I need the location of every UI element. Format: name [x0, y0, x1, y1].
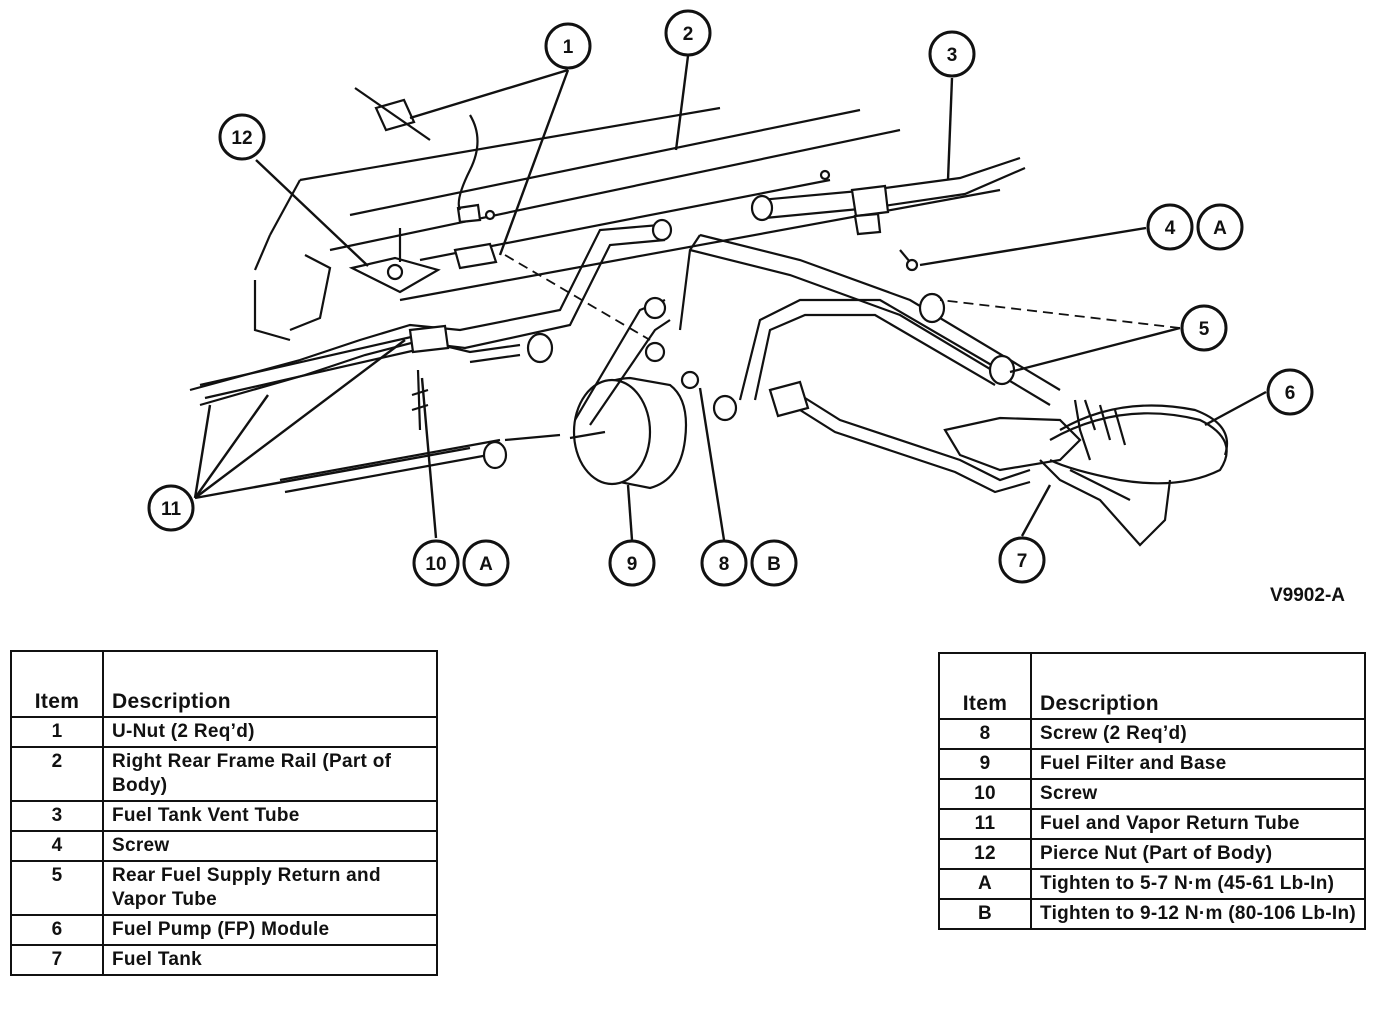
legend-item-description: Pierce Nut (Part of Body) — [1030, 838, 1366, 870]
svg-text:10: 10 — [425, 554, 446, 575]
legend-item-description: Screw — [102, 830, 438, 862]
legend-item-description: Fuel Tank Vent Tube — [102, 800, 438, 832]
legend-item-description: Tighten to 9-12 N·m (80-106 Lb-In) — [1030, 898, 1366, 930]
fuel-system-exploded-diagram: 1 2 3 4 A 5 6 7 8 B 9 10 A 11 12 — [147, 9, 1314, 587]
legend-row: 10 Screw — [938, 778, 1366, 810]
legend-item-description: Screw (2 Req’d) — [1030, 718, 1366, 750]
legend-row: 4 Screw — [10, 830, 438, 862]
legend-row: 8 Screw (2 Req’d) — [938, 718, 1366, 750]
legend-item-number: 7 — [10, 944, 104, 976]
svg-text:A: A — [479, 554, 493, 575]
legend-row: 5 Rear Fuel Supply Return and Vapor Tube — [10, 860, 438, 916]
legend-row: 1 U-Nut (2 Req’d) — [10, 716, 438, 748]
svg-text:3: 3 — [947, 45, 958, 66]
fuel-tank-drawing — [768, 380, 1229, 547]
svg-text:4: 4 — [1165, 218, 1176, 239]
callout-b-item8: B — [750, 539, 798, 587]
legend-item-description: U-Nut (2 Req’d) — [102, 716, 438, 748]
svg-text:9: 9 — [627, 554, 638, 575]
legend-row: 7 Fuel Tank — [10, 944, 438, 976]
callout-a-item4: A — [1196, 203, 1244, 251]
item-column-header: Item — [10, 650, 104, 718]
legend-row: 3 Fuel Tank Vent Tube — [10, 800, 438, 832]
legend-row: 12 Pierce Nut (Part of Body) — [938, 838, 1366, 870]
legend-item-number: 9 — [938, 748, 1032, 780]
legend-item-number: 11 — [938, 808, 1032, 840]
legend-item-number: 2 — [10, 746, 104, 802]
legend-row: 11 Fuel and Vapor Return Tube — [938, 808, 1366, 840]
callout-12: 12 — [218, 113, 266, 161]
legend-item-number: 4 — [10, 830, 104, 862]
leader-lines — [193, 55, 1267, 541]
legend-item-number: 6 — [10, 914, 104, 946]
legend-table-right: Item Description 8 Screw (2 Req’d) 9 Fue… — [938, 652, 1366, 930]
legend-item-description: Rear Fuel Supply Return and Vapor Tube — [102, 860, 438, 916]
u-nut-drawing — [354, 87, 831, 270]
legend-row: B Tighten to 9-12 N·m (80-106 Lb-In) — [938, 898, 1366, 930]
figure-id-label: V9902-A — [1270, 585, 1345, 606]
legend-item-number: 8 — [938, 718, 1032, 750]
callout-2: 2 — [664, 9, 712, 57]
svg-text:7: 7 — [1017, 551, 1028, 572]
frame-rail-drawing — [253, 106, 1001, 342]
svg-text:6: 6 — [1285, 383, 1296, 404]
screws-drawing — [411, 249, 919, 431]
svg-text:12: 12 — [231, 128, 252, 149]
svg-text:A: A — [1213, 218, 1227, 239]
callout-9: 9 — [608, 539, 656, 587]
legend-item-number: B — [938, 898, 1032, 930]
callout-8: 8 — [700, 539, 748, 587]
legend-item-number: 1 — [10, 716, 104, 748]
fuel-filter-drawing — [569, 296, 688, 490]
legend-row: A Tighten to 5-7 N·m (45-61 Lb-In) — [938, 868, 1366, 900]
legend-item-number: 12 — [938, 838, 1032, 870]
legend-item-description: Screw — [1030, 778, 1366, 810]
callout-3: 3 — [928, 30, 976, 78]
legend-header-row: Item Description — [938, 652, 1366, 720]
legend-item-description: Fuel Filter and Base — [1030, 748, 1366, 780]
svg-text:B: B — [767, 554, 781, 575]
legend-item-number: 3 — [10, 800, 104, 832]
legend-table-left: Item Description 1 U-Nut (2 Req’d) 2 Rig… — [10, 650, 438, 976]
callout-a-item10: A — [462, 539, 510, 587]
callout-1: 1 — [544, 22, 592, 70]
legend-header-row: Item Description — [10, 650, 438, 718]
legend-item-number: 10 — [938, 778, 1032, 810]
legend-row: 9 Fuel Filter and Base — [938, 748, 1366, 780]
svg-text:1: 1 — [563, 37, 574, 58]
legend-item-description: Tighten to 5-7 N·m (45-61 Lb-In) — [1030, 868, 1366, 900]
legend-row: 6 Fuel Pump (FP) Module — [10, 914, 438, 946]
legend-item-number: 5 — [10, 860, 104, 916]
callout-6: 6 — [1266, 368, 1314, 416]
legend-item-description: Right Rear Frame Rail (Part of Body) — [102, 746, 438, 802]
description-column-header: Description — [1030, 652, 1366, 720]
fuel-tubes-drawing — [189, 218, 1061, 494]
callout-10: 10 — [412, 539, 460, 587]
svg-text:2: 2 — [683, 24, 694, 45]
legend-row: 2 Right Rear Frame Rail (Part of Body) — [10, 746, 438, 802]
legend-item-description: Fuel Pump (FP) Module — [102, 914, 438, 946]
item-column-header: Item — [938, 652, 1032, 720]
vent-tube-drawing — [750, 156, 1026, 236]
svg-text:8: 8 — [719, 554, 730, 575]
callout-7: 7 — [998, 536, 1046, 584]
callout-5: 5 — [1180, 304, 1228, 352]
svg-text:11: 11 — [161, 499, 182, 520]
description-column-header: Description — [102, 650, 438, 718]
callout-4: 4 — [1146, 203, 1194, 251]
legend-item-description: Fuel Tank — [102, 944, 438, 976]
legend-item-description: Fuel and Vapor Return Tube — [1030, 808, 1366, 840]
legend-item-number: A — [938, 868, 1032, 900]
pierce-nut-drawing — [348, 228, 441, 294]
callout-11: 11 — [147, 484, 195, 532]
svg-text:5: 5 — [1199, 319, 1210, 340]
